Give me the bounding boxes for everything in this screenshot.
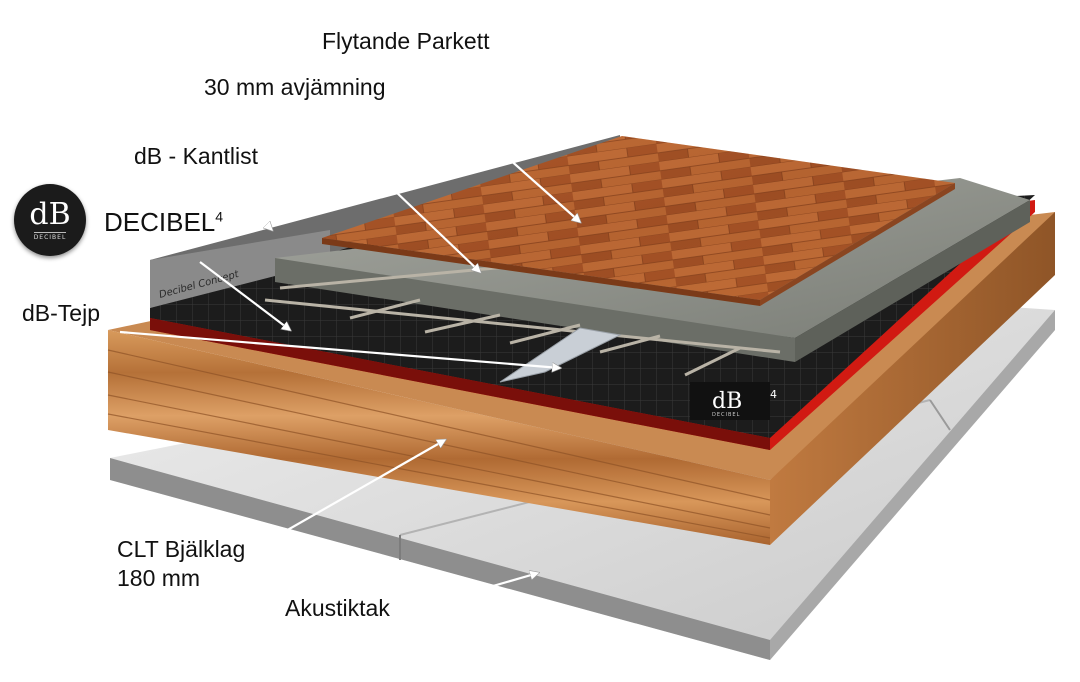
logo-text: dB — [29, 196, 71, 232]
arrow-akustiktak — [409, 573, 538, 612]
label-decibel-sup: 4 — [215, 208, 224, 225]
label-flytande-parkett: Flytande Parkett — [322, 28, 490, 54]
corner-badge-text: dB — [712, 389, 742, 414]
corner-badge-subtext: DECIBEL — [712, 412, 740, 418]
label-clt-line2: 180 mm — [117, 565, 201, 591]
arrow-kantlist — [231, 189, 272, 230]
arrow-tejp — [119, 330, 560, 368]
arrow-parkett — [399, 61, 580, 222]
arrow-avjamning — [307, 107, 480, 272]
label-akustiktak: Akustiktak — [285, 595, 390, 621]
label-decibel-text: DECIBEL — [104, 207, 216, 237]
decibel-logo: dB DECIBEL — [14, 184, 86, 256]
arrow-decibel — [199, 261, 290, 330]
parquet-layer — [322, 136, 955, 306]
label-clt-line1: CLT Bjälklag — [117, 536, 246, 562]
arrow-clt — [269, 440, 445, 541]
logo-subtext: DECIBEL — [33, 231, 67, 241]
corner-badge-sup: 4 — [770, 388, 777, 401]
label-db-tejp: dB-Tejp — [22, 300, 100, 326]
label-decibel: DECIBEL4 — [104, 207, 224, 238]
callout-arrows — [119, 61, 580, 612]
db-tape-strip — [499, 327, 622, 383]
label-avjamning: 30 mm avjämning — [204, 74, 386, 100]
corner-db-badge: dB 4 DECIBEL — [690, 382, 777, 420]
label-kantlist: dB - Kantlist — [134, 143, 258, 169]
